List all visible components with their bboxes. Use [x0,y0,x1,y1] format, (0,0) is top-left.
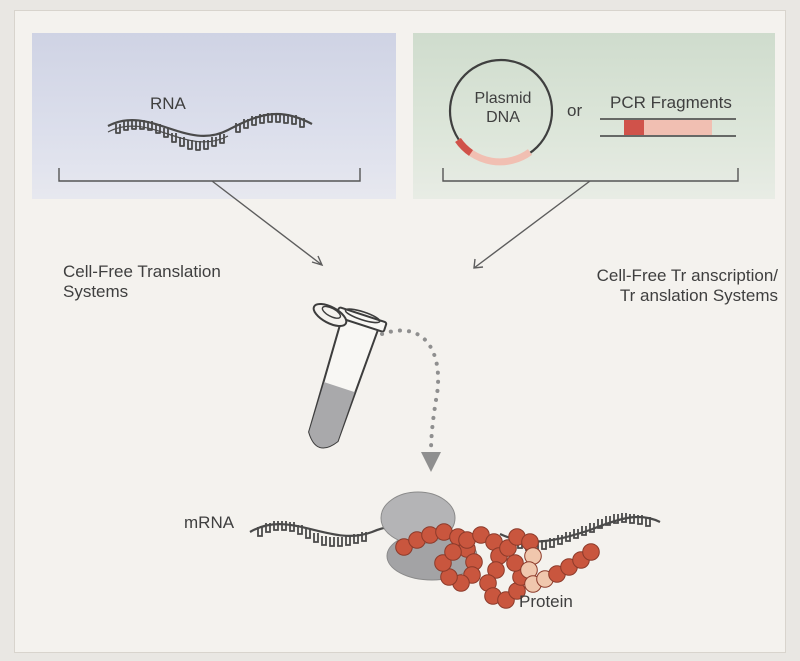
protein-chain-icon [395,523,600,609]
dna-input-panel [413,33,775,199]
caption-right-line1: Cell-Free Tr anscription/ [596,266,778,285]
protein-bead [506,554,524,572]
mrna-label: mRNA [184,513,235,532]
caption-left-line1: Cell-Free Translation [63,262,221,281]
cell-free-translation-caption: Cell-Free Translation Systems [63,262,221,303]
protein-bead [582,543,600,561]
plasmid-label-line1: Plasmid [474,90,532,107]
rna-label: RNA [150,94,186,113]
arrow-right [473,180,591,269]
caption-left-line2: Systems [63,282,129,302]
microtube-icon [308,302,388,449]
protein-bead [434,554,452,572]
plasmid-circle-icon [448,58,554,166]
pcr-fragments-label: PCR Fragments [610,93,732,112]
protein-bead [487,561,505,579]
rna-strand-icon [107,112,313,151]
dotted-arrow [380,328,441,472]
or-label: or [567,101,583,120]
protein-label: Protein [519,592,573,611]
protein-bead [444,543,462,561]
cell-free-transcription-caption: Cell-Free Tr anscription/ Tr anslation S… [597,266,778,307]
arrow-left [211,180,324,267]
rna-input-panel [32,33,396,199]
plasmid-label-line2: DNA [486,109,520,127]
right-bracket [442,168,739,182]
left-bracket [58,168,361,182]
plasmid-dna-label: Plasmid DNA [458,89,548,127]
pcr-fragment-icon [600,118,736,137]
caption-right-line2: Tr anslation Systems [619,286,778,306]
